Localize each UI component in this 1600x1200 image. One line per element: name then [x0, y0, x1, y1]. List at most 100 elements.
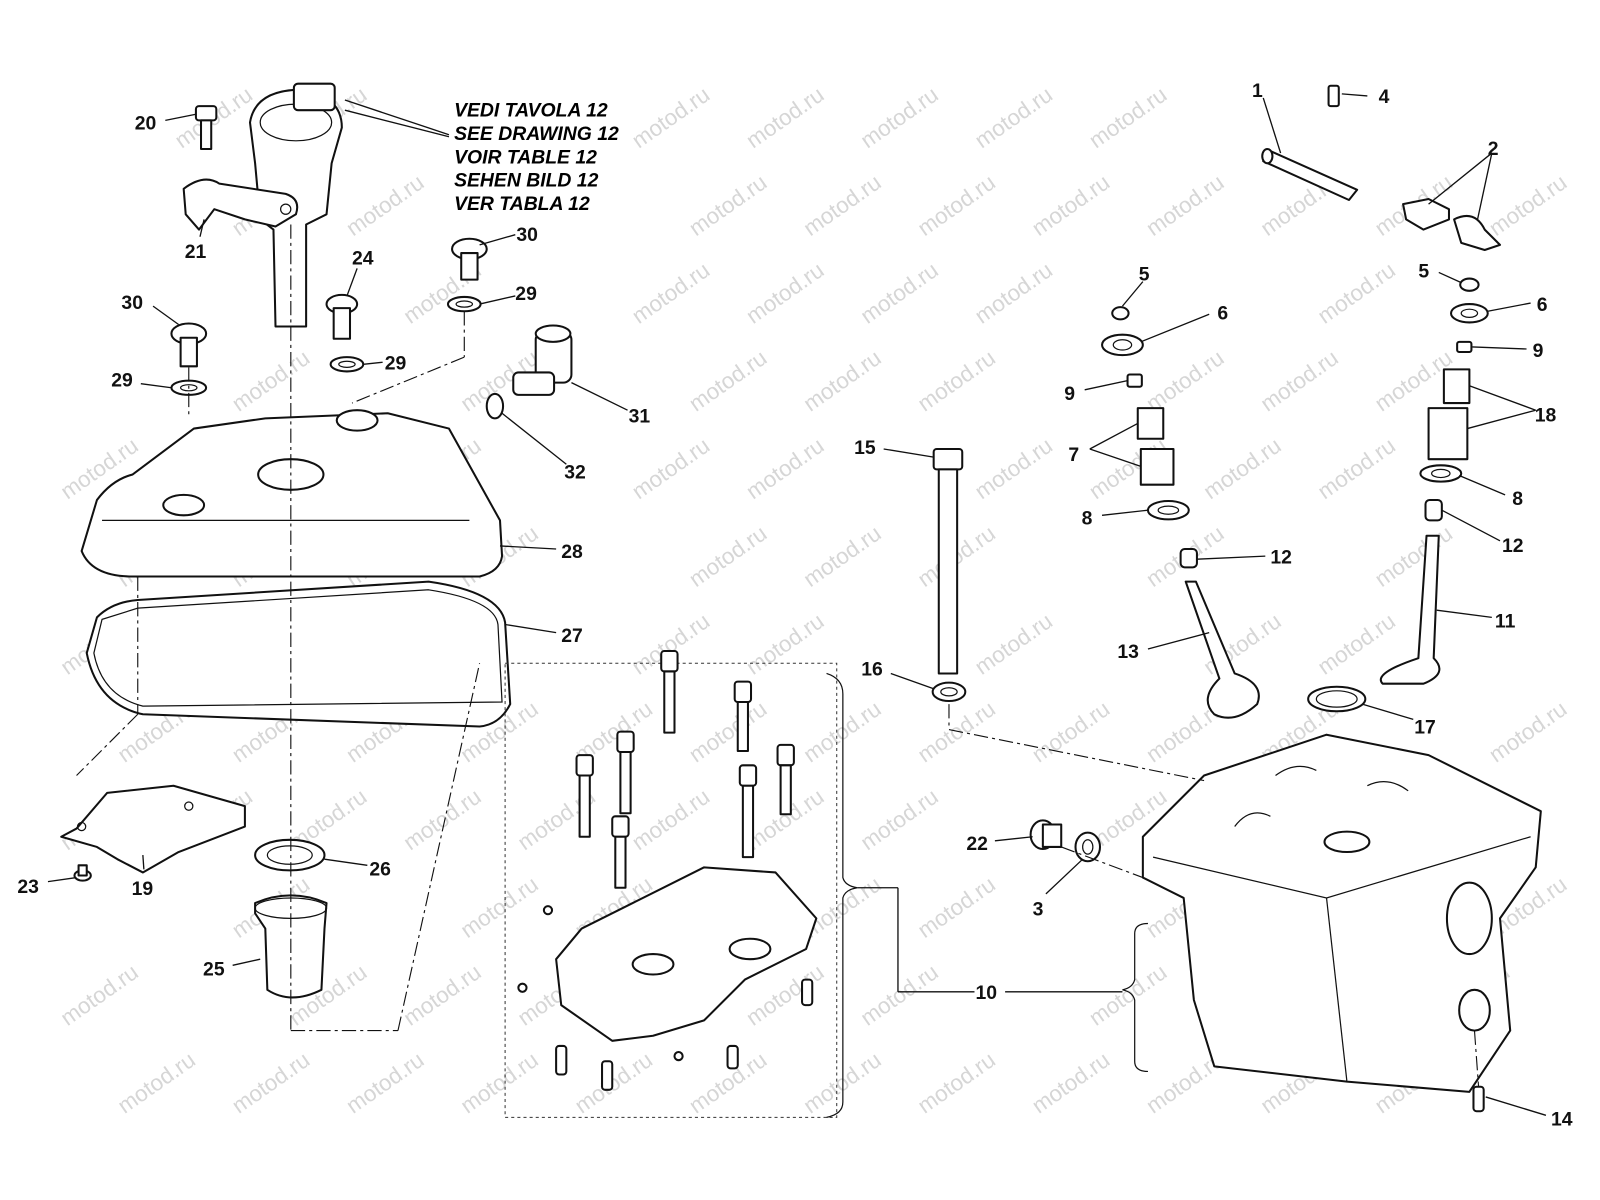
seal-17: [1307, 685, 1367, 713]
watermark-text: motod.ru: [856, 959, 943, 1030]
watermark-text: motod.ru: [627, 82, 714, 153]
callout-31: 31: [629, 405, 651, 427]
callout-30: 30: [121, 292, 143, 314]
rocker-shaft-1: [1261, 147, 1359, 202]
bracket-21: [182, 178, 299, 231]
note-line: VOIR TABLE 12: [454, 146, 597, 168]
watermark-text: motod.ru: [970, 433, 1057, 504]
callout-17: 17: [1414, 717, 1436, 739]
callout-28: 28: [561, 541, 583, 563]
note-line: SEE DRAWING 12: [454, 123, 619, 145]
callout-12: 12: [1502, 535, 1524, 557]
watermark-text: motod.ru: [227, 1047, 314, 1118]
callout-27: 27: [561, 625, 583, 647]
bolt-20: [194, 105, 218, 150]
callout-7: 7: [1068, 444, 1079, 466]
callouts: 20 21 24 30 30 29 29 29 31 32 28 27 26 2…: [17, 80, 1572, 1131]
see-drawing-note: VEDI TAVOLA 12 SEE DRAWING 12 VOIR TABLE…: [344, 99, 619, 215]
callout-4: 4: [1379, 86, 1390, 108]
washers-29: [170, 295, 482, 396]
callout-11: 11: [1495, 611, 1516, 633]
callout-8: 8: [1082, 507, 1093, 529]
watermark-text: motod.ru: [456, 872, 543, 943]
watermark-text: motod.ru: [1027, 170, 1114, 241]
watermark-text: motod.ru: [856, 257, 943, 328]
note-line: SEHEN BILD 12: [454, 170, 598, 192]
callout-25: 25: [203, 959, 225, 981]
watermark-text: motod.ru: [799, 521, 886, 592]
watermark-text: motod.ru: [799, 170, 886, 241]
callout-13: 13: [1117, 641, 1139, 663]
seal-26: [254, 838, 326, 872]
watermark-text: motod.ru: [1484, 170, 1571, 241]
watermark-text: motod.ru: [570, 1047, 657, 1118]
elbow-fitting-31: [512, 324, 573, 396]
callout-2: 2: [1488, 138, 1499, 160]
watermark-text: motod.ru: [684, 345, 771, 416]
grub-screw-4: [1327, 84, 1340, 108]
watermark-text: motod.ru: [799, 696, 886, 767]
callout-16: 16: [861, 659, 883, 681]
watermark-text: motod.ru: [856, 784, 943, 855]
watermark-text: motod.ru: [742, 257, 829, 328]
callout-30: 30: [516, 224, 538, 246]
watermark-text: motod.ru: [799, 345, 886, 416]
watermark-text: motod.ru: [1142, 170, 1229, 241]
leader-lines: [47, 93, 1547, 1116]
watermark-text: motod.ru: [627, 257, 714, 328]
watermark-text: motod.ru: [970, 257, 1057, 328]
callout-5: 5: [1139, 264, 1150, 286]
callout-9: 9: [1064, 383, 1075, 405]
watermark-text: motod.ru: [1142, 345, 1229, 416]
watermark-text: motod.ru: [342, 1047, 429, 1118]
callout-6: 6: [1217, 302, 1228, 324]
callout-20: 20: [135, 113, 157, 135]
watermark-text: motod.ru: [227, 345, 314, 416]
callout-26: 26: [369, 859, 391, 881]
valve-cover-28: [80, 409, 504, 578]
rockers-2: [1402, 197, 1502, 252]
valve-set-left: [1101, 306, 1260, 719]
plate-19: [60, 784, 246, 874]
callout-29: 29: [385, 352, 407, 374]
watermark-text: motod.ru: [1084, 82, 1171, 153]
valve-set-right: [1379, 277, 1489, 685]
note-line: VER TABLA 12: [454, 193, 590, 215]
callout-19: 19: [132, 878, 154, 900]
camshaft-holder-kit: [504, 650, 858, 1118]
watermark-text: motod.ru: [684, 170, 771, 241]
dowel-14: [1472, 1085, 1485, 1113]
callout-22: 22: [966, 833, 988, 855]
watermark-text: motod.ru: [684, 696, 771, 767]
watermark-text: motod.ru: [684, 521, 771, 592]
watermark-text: motod.ru: [913, 170, 1000, 241]
plug-22: [1029, 819, 1063, 851]
bolt-30: [170, 237, 488, 368]
callout-12: 12: [1270, 546, 1292, 568]
watermark-text: motod.ru: [913, 872, 1000, 943]
watermark-text: motod.ru: [1027, 696, 1114, 767]
watermark-text: motod.ru: [1313, 257, 1400, 328]
callout-10: 10: [976, 982, 998, 1004]
watermark-text: motod.ru: [1084, 959, 1171, 1030]
watermark-text: motod.ru: [627, 784, 714, 855]
callout-24: 24: [352, 247, 374, 269]
watermark-text: motod.ru: [399, 784, 486, 855]
watermark-text: motod.ru: [742, 433, 829, 504]
callout-29: 29: [515, 283, 537, 305]
watermark-text: motod.ru: [913, 1047, 1000, 1118]
watermark-text: motod.ru: [456, 1047, 543, 1118]
callout-14: 14: [1551, 1109, 1573, 1131]
watermark-text: motod.ru: [856, 82, 943, 153]
callout-32: 32: [564, 462, 586, 484]
watermark-text: motod.ru: [627, 433, 714, 504]
watermark-text: motod.ru: [56, 959, 143, 1030]
callout-9: 9: [1533, 340, 1544, 362]
o-ring-32: [485, 392, 505, 420]
callout-3: 3: [1033, 898, 1044, 920]
callout-5: 5: [1418, 261, 1429, 283]
watermark-text: motod.ru: [742, 82, 829, 153]
watermark-text: motod.ru: [1313, 433, 1400, 504]
watermark-text: motod.ru: [913, 345, 1000, 416]
gasket-27: [85, 580, 512, 728]
